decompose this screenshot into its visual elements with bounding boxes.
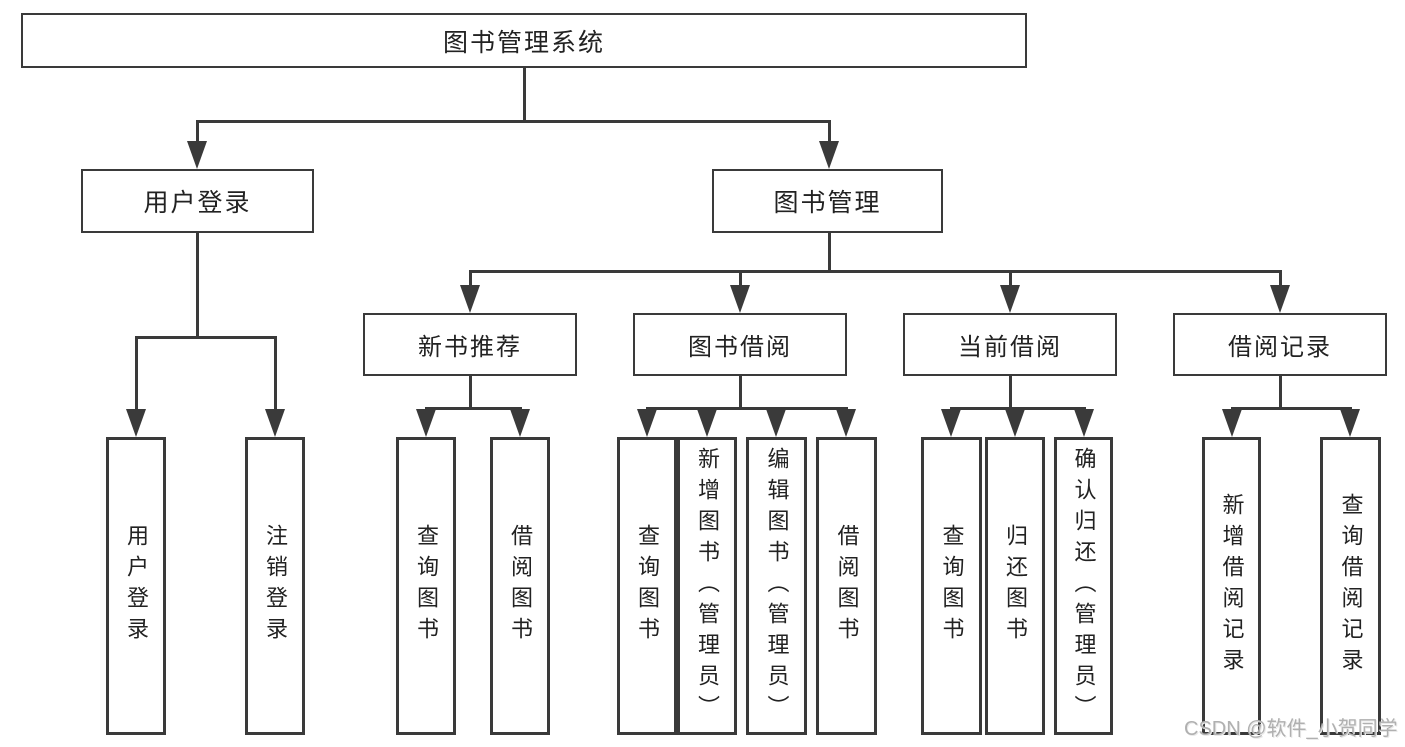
arrow-down-icon [1074,409,1094,437]
node-label: 查询图书 [635,524,660,648]
arrow-down-icon [460,285,480,313]
node-return-books: 归还图书 [985,437,1045,735]
node-edit-books-admin: 编辑图书（管理员） [746,437,807,735]
connector-line [1009,376,1012,410]
connector-line [1009,270,1012,287]
connector-line [739,376,742,410]
arrow-down-icon [1270,285,1290,313]
node-confirm-return-admin: 确认归还（管理员） [1054,437,1113,735]
node-label: 注销登录 [263,524,288,648]
arrow-down-icon [766,409,786,437]
node-label: 新书推荐 [418,334,522,361]
arrow-down-icon [819,141,839,169]
arrow-down-icon [1222,409,1242,437]
connector-line [469,270,472,287]
connector-line [523,68,526,122]
arrow-down-icon [265,409,285,437]
connector-line [425,407,522,410]
arrow-down-icon [1340,409,1360,437]
connector-line [274,336,277,411]
connector-line [135,336,277,339]
node-label: 查询借阅记录 [1338,493,1364,679]
connector-line [1231,407,1352,410]
node-borrowing-records: 借阅记录 [1173,313,1387,376]
node-query-borrow-record: 查询借阅记录 [1320,437,1381,735]
node-current-borrowing: 当前借阅 [903,313,1117,376]
connector-line [739,270,742,287]
arrow-down-icon [941,409,961,437]
arrow-down-icon [416,409,436,437]
arrow-down-icon [510,409,530,437]
connector-line [469,270,1282,273]
arrow-down-icon [126,409,146,437]
node-label: 编辑图书（管理员） [764,446,790,726]
node-label: 查询图书 [414,524,439,648]
arrow-down-icon [187,141,207,169]
node-label: 当前借阅 [958,334,1062,361]
node-label: 用户登录 [143,189,252,217]
node-user-login: 用户登录 [81,169,314,233]
node-label: 图书管理 [773,189,882,217]
arrow-down-icon [697,409,717,437]
csdn-watermark: CSDN @软件_小贺同学 [1184,718,1398,740]
connector-line [135,336,138,411]
node-add-borrow-record: 新增借阅记录 [1202,437,1261,735]
node-label: 借阅图书 [508,524,533,648]
node-label: 确认归还（管理员） [1071,446,1097,726]
connector-line [646,407,848,410]
node-label: 借阅记录 [1228,334,1332,361]
arrow-down-icon [1000,285,1020,313]
arrow-down-icon [836,409,856,437]
node-label: 图书管理系统 [442,28,605,57]
arrow-down-icon [730,285,750,313]
node-label: 图书借阅 [688,334,792,361]
arrow-down-icon [1005,409,1025,437]
arrow-down-icon [637,409,657,437]
connector-line [196,120,831,123]
node-logout: 注销登录 [245,437,305,735]
connector-line [196,120,199,143]
node-user-login-leaf: 用户登录 [106,437,166,735]
node-book-borrowing: 图书借阅 [633,313,847,376]
connector-line [196,233,199,339]
node-label: 查询图书 [939,524,965,648]
node-query-books-current: 查询图书 [921,437,982,735]
connector-line [469,376,472,410]
node-label: 新增借阅记录 [1219,493,1245,679]
node-borrow-books-recommend: 借阅图书 [490,437,550,735]
node-new-book-recommendation: 新书推荐 [363,313,577,376]
node-label: 用户登录 [124,524,149,648]
node-label: 借阅图书 [834,524,860,648]
connector-line [1279,376,1282,410]
node-query-books-borrowing: 查询图书 [617,437,677,735]
node-label: 新增图书（管理员） [695,446,720,726]
connector-line [1279,270,1282,287]
node-borrow-books: 借阅图书 [816,437,877,735]
node-label: 归还图书 [1003,524,1028,648]
connector-line [950,407,1086,410]
node-query-books-recommend: 查询图书 [396,437,456,735]
connector-line [828,233,831,273]
node-book-management: 图书管理 [712,169,943,233]
node-add-books-admin: 新增图书（管理员） [677,437,737,735]
connector-line [828,120,831,143]
node-library-management-system: 图书管理系统 [21,13,1027,68]
